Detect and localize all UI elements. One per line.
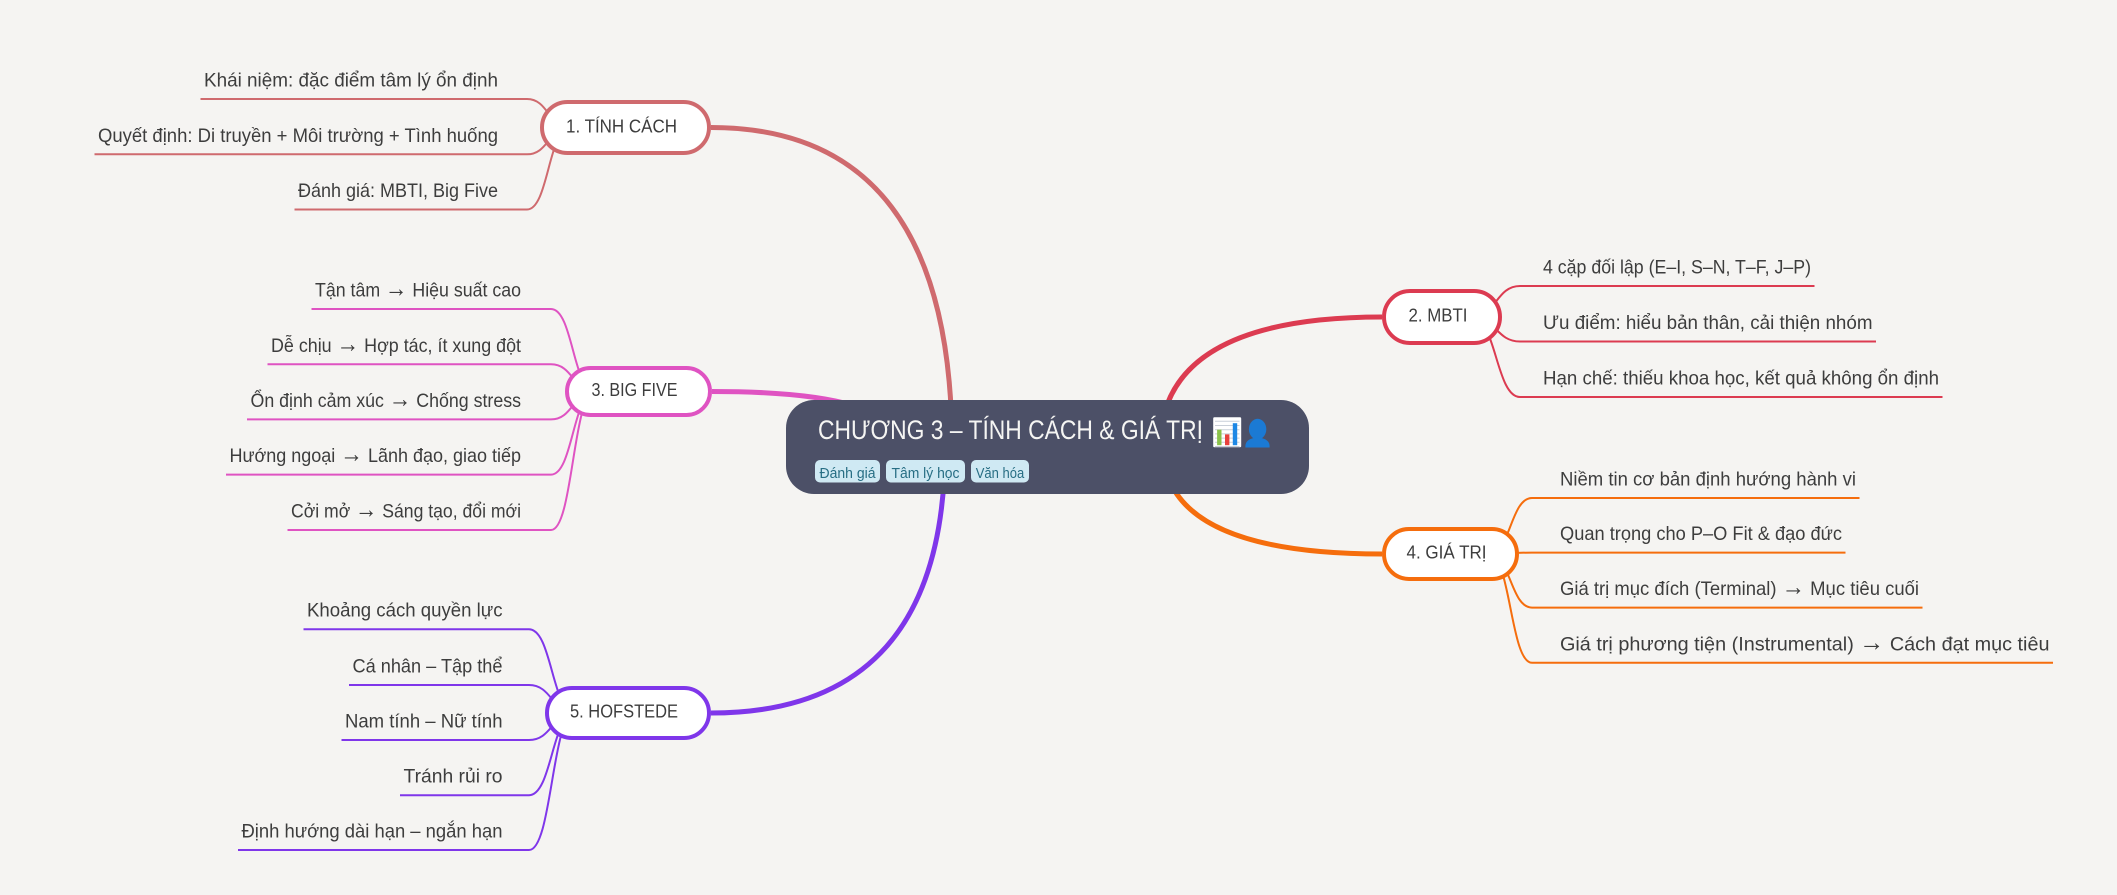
svg-text:Dễ chịu → Hợp tác, ít xung đột: Dễ chịu → Hợp tác, ít xung đột (271, 330, 521, 358)
svg-text:Tránh rủi ro: Tránh rủi ro (404, 766, 503, 788)
svg-text:Cởi mở → Sáng tạo, đổi mới: Cởi mở → Sáng tạo, đổi mới (291, 496, 521, 524)
svg-text:4 cặp đối lập (E–I, S–N, T–F,: 4 cặp đối lập (E–I, S–N, T–F, J–P) (1543, 257, 1811, 279)
svg-text:Định hướng dài hạn – ngắn hạn: Định hướng dài hạn – ngắn hạn (242, 820, 503, 843)
svg-text:CHƯƠNG 3 – TÍNH CÁCH & GIÁ TRỊ: CHƯƠNG 3 – TÍNH CÁCH & GIÁ TRỊ (818, 415, 1203, 445)
svg-text:Khái niệm: đặc điểm tâm lý ổn: Khái niệm: đặc điểm tâm lý ổn định (204, 70, 498, 92)
svg-text:Văn hóa: Văn hóa (976, 465, 1025, 482)
svg-text:Niềm tin cơ bản định hướng hàn: Niềm tin cơ bản định hướng hành vi (1560, 469, 1856, 491)
svg-text:4. GIÁ TRỊ: 4. GIÁ TRỊ (1407, 543, 1487, 563)
svg-text:1. TÍNH CÁCH: 1. TÍNH CÁCH (566, 116, 677, 136)
svg-text:Hạn chế: thiếu khoa học, kết q: Hạn chế: thiếu khoa học, kết quả không ổ… (1543, 368, 1939, 390)
svg-text:Đánh giá: Đánh giá (820, 465, 877, 482)
svg-text:2. MBTI: 2. MBTI (1409, 306, 1468, 326)
svg-text:3. BIG FIVE: 3. BIG FIVE (592, 380, 678, 400)
svg-text:Ổn định cảm xúc → Chống stress: Ổn định cảm xúc → Chống stress (251, 385, 522, 413)
svg-text:Cá nhân – Tập thể: Cá nhân – Tập thể (353, 656, 503, 678)
svg-text:Quan trọng cho P–O Fit & đạo đ: Quan trọng cho P–O Fit & đạo đức (1560, 523, 1842, 545)
svg-text:Khoảng cách quyền lực: Khoảng cách quyền lực (307, 600, 503, 622)
svg-text:Ưu điểm: hiểu bản thân, cải th: Ưu điểm: hiểu bản thân, cải thiện nhóm (1543, 312, 1873, 334)
svg-text:Tận tâm → Hiệu suất cao: Tận tâm → Hiệu suất cao (315, 275, 521, 303)
svg-text:Nam tính – Nữ tính: Nam tính – Nữ tính (345, 711, 503, 733)
svg-text:Giá trị mục đích (Terminal) →: Giá trị mục đích (Terminal) → Mục tiêu c… (1560, 573, 1919, 601)
svg-text:Tâm lý học: Tâm lý học (892, 465, 960, 482)
svg-text:5. HOFSTEDE: 5. HOFSTEDE (570, 702, 678, 722)
svg-text:Giá trị phương tiện (Instrumen: Giá trị phương tiện (Instrumental) → Các… (1560, 628, 2050, 656)
svg-text:Đánh giá: MBTI, Big Five: Đánh giá: MBTI, Big Five (298, 180, 498, 202)
svg-text:Hướng ngoại → Lãnh đạo, giao t: Hướng ngoại → Lãnh đạo, giao tiếp (230, 440, 522, 468)
svg-text:Quyết định: Di truyền + Môi tr: Quyết định: Di truyền + Môi trường + Tìn… (98, 125, 498, 147)
